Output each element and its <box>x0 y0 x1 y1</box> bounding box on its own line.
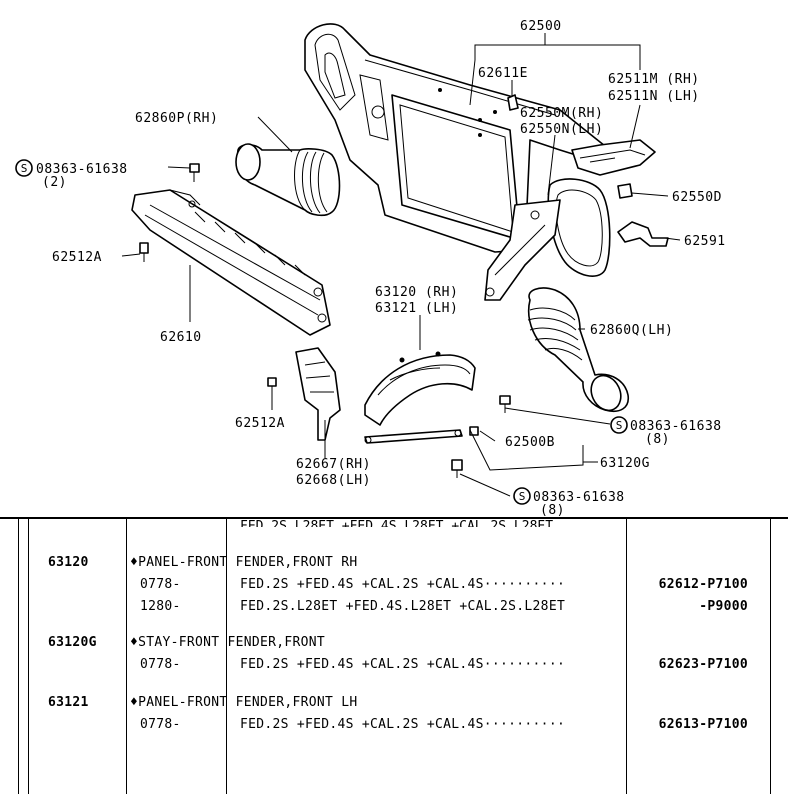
bracket-62667 <box>295 347 341 441</box>
label-62511m: 62511M (RH) <box>608 72 700 87</box>
parts-table: FED.2S.L28ET +FED.4S.L28ET +CAL.2S.L28ET… <box>0 517 788 794</box>
air-duct-lh <box>527 287 630 412</box>
parts-diagram: S S S 62500 62611E 62511M (RH) 62511N (L… <box>15 19 726 517</box>
part-code: 63120G <box>48 635 97 650</box>
svg-text:S: S <box>616 419 623 432</box>
label-08363-mid: 08363-61638 <box>630 419 722 434</box>
leader-lines <box>121 33 681 497</box>
label-62500b: 62500B <box>505 435 555 450</box>
table-rule <box>18 519 19 794</box>
clip-62500b <box>469 426 479 436</box>
bracket-62591 <box>617 221 669 247</box>
bolt-62512a-lower <box>267 377 277 396</box>
label-62512a-lower: 62512A <box>235 416 285 431</box>
serial-range: 1280- <box>140 599 181 614</box>
cut-off-row: FED.2S.L28ET +FED.4S.L28ET +CAL.2S.L28ET <box>240 519 554 527</box>
label-08363-upper: 08363-61638 <box>36 162 128 177</box>
table-rule <box>626 519 627 794</box>
serial-range: 0778- <box>140 717 181 732</box>
air-duct-rh <box>235 143 341 217</box>
model-spec: FED.2S +FED.4S +CAL.2S +CAL.4S·········· <box>240 717 566 732</box>
part-description: ♦STAY-FRONT FENDER,FRONT <box>130 635 326 650</box>
label-08363-lower-qty: (8) <box>540 503 565 517</box>
stay-63120g <box>364 429 463 444</box>
part-description: ♦PANEL-FRONT FENDER,FRONT RH <box>130 555 358 570</box>
label-62511n: 62511N (LH) <box>608 89 700 104</box>
label-08363-upper-qty: (2) <box>42 175 67 190</box>
label-62550m: 62550M(RH) <box>520 106 603 121</box>
label-62860q: 62860Q(LH) <box>590 323 673 338</box>
table-rule <box>226 519 227 794</box>
label-08363-lower: 08363-61638 <box>533 490 625 505</box>
label-63121: 63121 (LH) <box>375 301 458 316</box>
serial-range: 0778- <box>140 577 181 592</box>
bolt-62512a-upper <box>139 242 149 262</box>
front-valance-62610 <box>131 189 331 336</box>
clip-62550d <box>617 183 633 199</box>
label-62860p: 62860P(RH) <box>135 111 218 126</box>
label-63120: 63120 (RH) <box>375 285 458 300</box>
svg-text:S: S <box>519 490 526 503</box>
label-62611e: 62611E <box>478 66 528 81</box>
table-rule <box>770 519 771 794</box>
label-62550d: 62550D <box>672 190 722 205</box>
s-mark-lower: S <box>513 487 531 505</box>
clip-62611e <box>507 94 519 111</box>
label-62512a-upper: 62512A <box>52 250 102 265</box>
label-62667: 62667(RH) <box>296 457 371 472</box>
label-62550n: 62550N(LH) <box>520 122 603 137</box>
label-63120g: 63120G <box>600 456 650 471</box>
svg-text:S: S <box>21 162 28 175</box>
bracket-62511 <box>571 139 656 176</box>
part-number: -P9000 <box>699 599 748 614</box>
part-description: ♦PANEL-FRONT FENDER,FRONT LH <box>130 695 358 710</box>
serial-range: 0778- <box>140 657 181 672</box>
label-62668: 62668(LH) <box>296 473 371 488</box>
part-code: 63120 <box>48 555 89 570</box>
model-spec: FED.2S +FED.4S +CAL.2S +CAL.4S·········· <box>240 577 566 592</box>
label-62500: 62500 <box>520 19 562 34</box>
table-rule <box>126 519 127 794</box>
label-62610: 62610 <box>160 330 202 345</box>
bolt-08363-upper <box>189 163 200 182</box>
radiator-core-support <box>304 23 611 301</box>
model-spec: FED.2S.L28ET +FED.4S.L28ET +CAL.2S.L28ET <box>240 599 566 614</box>
part-code: 63121 <box>48 695 89 710</box>
bolt-08363-mid <box>499 395 511 413</box>
part-number: 62612-P7100 <box>658 577 748 592</box>
table-rule <box>28 519 29 794</box>
front-fender-panel <box>364 351 476 426</box>
part-number: 62613-P7100 <box>658 717 748 732</box>
model-spec: FED.2S +FED.4S +CAL.2S +CAL.4S·········· <box>240 657 566 672</box>
bolt-08363-lower <box>451 459 463 478</box>
s-mark-upper: S <box>15 159 33 177</box>
s-mark-mid: S <box>610 416 628 434</box>
label-08363-mid-qty: (8) <box>645 432 670 447</box>
part-number: 62623-P7100 <box>658 657 748 672</box>
label-62591: 62591 <box>684 234 726 249</box>
